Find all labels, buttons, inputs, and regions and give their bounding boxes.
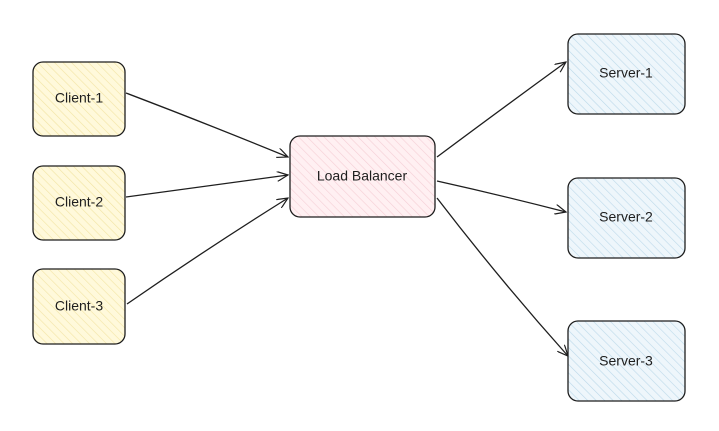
server-2-label: Server-2 bbox=[599, 209, 653, 225]
arrow-client-1-to-load-balancer bbox=[125, 92, 288, 157]
client-3-label: Client-3 bbox=[55, 298, 103, 314]
load-balancer-node[interactable]: Load Balancer bbox=[289, 135, 436, 218]
load-balancer-label: Load Balancer bbox=[317, 168, 408, 184]
server-3-label: Server-3 bbox=[599, 353, 653, 369]
arrow-load-balancer-to-server-1 bbox=[436, 62, 566, 158]
arrow-load-balancer-to-server-2 bbox=[436, 180, 566, 212]
arrow-client-3-to-load-balancer bbox=[126, 198, 288, 305]
client-3-node[interactable]: Client-3 bbox=[32, 268, 126, 345]
server-1-node[interactable]: Server-1 bbox=[567, 33, 686, 115]
client-1-label: Client-1 bbox=[55, 90, 103, 106]
client-2-node[interactable]: Client-2 bbox=[32, 165, 126, 241]
arrows-out bbox=[436, 62, 568, 356]
arrow-client-2-to-load-balancer bbox=[125, 175, 288, 198]
server-1-label: Server-1 bbox=[599, 65, 653, 81]
arrows-in bbox=[125, 92, 288, 305]
client-1-node[interactable]: Client-1 bbox=[32, 61, 126, 137]
server-3-node[interactable]: Server-3 bbox=[567, 320, 686, 402]
server-2-node[interactable]: Server-2 bbox=[567, 177, 686, 259]
arrow-load-balancer-to-server-3 bbox=[436, 197, 568, 356]
client-2-label: Client-2 bbox=[55, 194, 103, 210]
